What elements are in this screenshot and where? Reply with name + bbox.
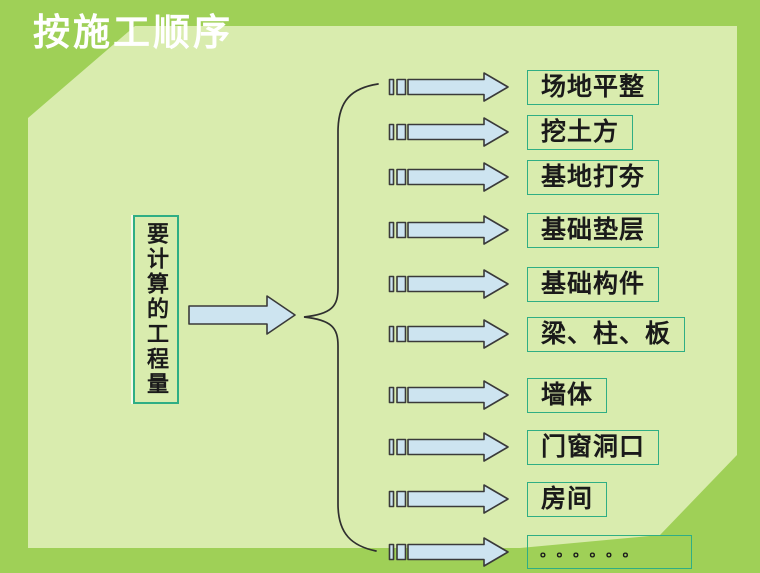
sequence-label-box: 挖土方 bbox=[527, 114, 634, 150]
sequence-item: 。。。。。。 bbox=[388, 534, 692, 570]
sequence-label-box: 墙体 bbox=[527, 377, 608, 413]
sequence-label: 门窗洞口 bbox=[541, 432, 646, 461]
sequence-label-box: 房间 bbox=[527, 481, 608, 517]
sequence-item: 门窗洞口 bbox=[388, 429, 660, 465]
sequence-label: 梁、柱、板 bbox=[541, 319, 672, 348]
striped-arrow-icon bbox=[388, 72, 509, 102]
striped-arrow-icon bbox=[388, 319, 509, 349]
sequence-label: 场地平整 bbox=[541, 72, 646, 101]
striped-arrow-icon bbox=[388, 162, 509, 192]
striped-arrow-icon bbox=[388, 117, 509, 147]
sequence-label-box: 门窗洞口 bbox=[527, 429, 660, 465]
sequence-item: 房间 bbox=[388, 481, 608, 517]
sequence-label-box: 场地平整 bbox=[527, 69, 660, 105]
sequence-label-box: 梁、柱、板 bbox=[527, 316, 686, 352]
sequence-item: 基础垫层 bbox=[388, 212, 660, 248]
sequence-item: 基础构件 bbox=[388, 266, 660, 302]
sequence-label: 墙体 bbox=[541, 380, 594, 409]
sequence-item: 梁、柱、板 bbox=[388, 316, 686, 352]
source-box-label: 要计算的工程量 bbox=[144, 222, 169, 397]
flow-arrow-icon bbox=[188, 295, 296, 335]
striped-arrow-icon bbox=[388, 380, 509, 410]
sequence-item: 挖土方 bbox=[388, 114, 634, 150]
sequence-label: 房间 bbox=[541, 484, 594, 513]
striped-arrow-icon bbox=[388, 269, 509, 299]
sequence-label: 基础垫层 bbox=[541, 215, 646, 244]
striped-arrow-icon bbox=[388, 432, 509, 462]
sequence-item: 墙体 bbox=[388, 377, 608, 413]
left-brace-icon bbox=[303, 83, 379, 552]
sequence-label: 挖土方 bbox=[541, 117, 620, 146]
sequence-label-box: 。。。。。。 bbox=[527, 535, 692, 569]
sequence-label-box: 基础垫层 bbox=[527, 212, 660, 248]
sequence-item: 场地平整 bbox=[388, 69, 660, 105]
striped-arrow-icon bbox=[388, 484, 509, 514]
source-box: 要计算的工程量 bbox=[133, 215, 179, 404]
sequence-label-box: 基础构件 bbox=[527, 266, 660, 302]
sequence-label-box: 基地打夯 bbox=[527, 159, 660, 195]
sequence-item: 基地打夯 bbox=[388, 159, 660, 195]
sequence-label: 基地打夯 bbox=[541, 162, 646, 191]
sequence-label: 基础构件 bbox=[541, 269, 646, 298]
slide-title: 按施工顺序 bbox=[33, 12, 233, 53]
sequence-label: 。。。。。。 bbox=[540, 543, 647, 560]
striped-arrow-icon bbox=[388, 215, 509, 245]
striped-arrow-icon bbox=[388, 537, 509, 567]
